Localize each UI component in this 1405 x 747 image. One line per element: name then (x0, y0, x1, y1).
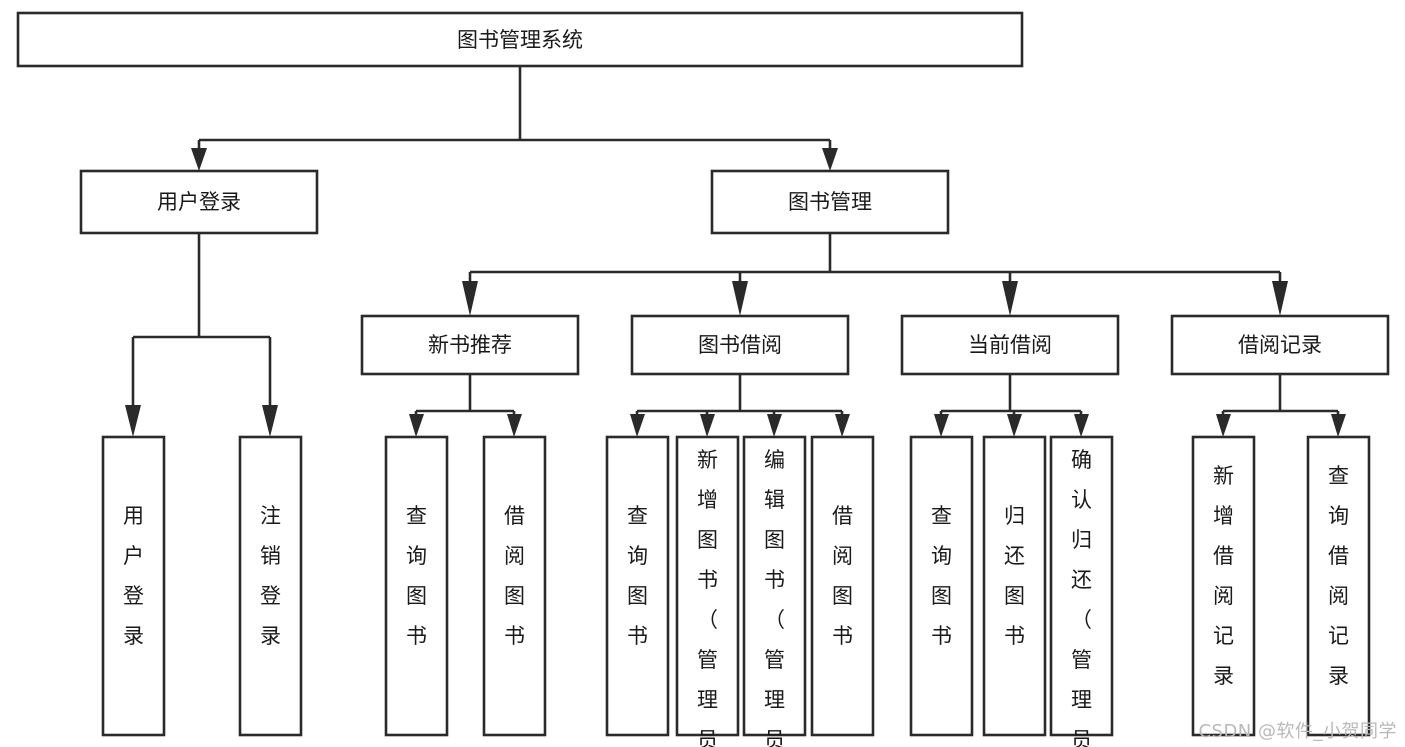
node-borrow-record-box[interactable] (1170, 314, 1390, 376)
leaf-logout-label: 注销登录 (260, 504, 281, 648)
leaf-query-record-label: 查询借阅记录 (1328, 464, 1349, 688)
arrow-head-borrow-record (1272, 281, 1288, 316)
node-book-borrow-box[interactable] (630, 314, 850, 376)
leaf-edit-book-label: 编辑图书（管理员） (764, 448, 785, 747)
leaf-query-book-1[interactable]: 查询图书 (384, 435, 449, 737)
node-book-manage-box[interactable] (710, 169, 950, 235)
leaf-borrow-book-2-box[interactable] (810, 435, 875, 737)
node-book-borrow-label: 图书借阅 (698, 333, 782, 357)
node-root[interactable]: 图书管理系统 (16, 11, 1024, 68)
leaf-query-book-2[interactable]: 查询图书 (605, 435, 670, 737)
arrow-head-leaf-query-book-3 (934, 414, 949, 437)
leaf-return-book[interactable]: 归还图书 (982, 435, 1047, 737)
leaf-return-book-box[interactable] (982, 435, 1047, 737)
leaf-logout-box[interactable] (238, 435, 303, 737)
leaf-query-book-2-label: 查询图书 (627, 504, 648, 648)
node-borrow-record[interactable]: 借阅记录 (1170, 314, 1390, 376)
leaf-borrow-book-1-box[interactable] (482, 435, 547, 737)
leaf-borrow-book-1[interactable]: 借阅图书 (482, 435, 547, 737)
arrow-head-leaf-query-book-2 (630, 414, 645, 437)
node-book-borrow[interactable]: 图书借阅 (630, 314, 850, 376)
leaf-confirm-return-box[interactable] (1049, 435, 1114, 737)
node-root-box[interactable] (16, 11, 1024, 68)
leaf-query-book-2-box[interactable] (605, 435, 670, 737)
arrow-head-leaf-add-record (1216, 414, 1231, 437)
leaf-logout[interactable]: 注销登录 (238, 435, 303, 737)
leaf-query-book-1-label: 查询图书 (406, 504, 427, 648)
leaf-query-record[interactable]: 查询借阅记录 (1306, 435, 1371, 737)
arrow-head-leaf-edit-book (767, 414, 782, 437)
leaf-return-book-label: 归还图书 (1004, 504, 1025, 648)
node-current-borrow-label: 当前借阅 (968, 333, 1052, 357)
arrow-head-leaf-borrow-book-2 (835, 414, 850, 437)
node-root-label: 图书管理系统 (457, 28, 583, 52)
leaf-edit-book-box[interactable] (742, 435, 807, 737)
leaf-add-book[interactable]: 新增图书（管理员） (675, 435, 740, 747)
arrow-head-leaf-confirm-return (1074, 414, 1089, 437)
leaf-add-record-box[interactable] (1191, 435, 1256, 737)
leaf-user-login-label: 用户登录 (123, 504, 144, 648)
arrow-head-leaf-return-book (1007, 414, 1022, 437)
node-borrow-record-label: 借阅记录 (1238, 333, 1322, 357)
node-book-manage[interactable]: 图书管理 (710, 169, 950, 235)
arrow-head-leaf-borrow-book-1 (507, 414, 522, 437)
arrow-head-leaf-logout (262, 405, 278, 437)
arrow-head-new-book-rec (462, 281, 478, 316)
arrow-head-current-borrow (1002, 281, 1018, 316)
leaf-confirm-return[interactable]: 确认归还（管理员） (1049, 435, 1114, 747)
arrow-head-leaf-add-book (700, 414, 715, 437)
leaf-borrow-book-2[interactable]: 借阅图书 (810, 435, 875, 737)
leaf-confirm-return-label: 确认归还（管理员） (1071, 448, 1092, 747)
leaf-add-book-box[interactable] (675, 435, 740, 737)
leaf-borrow-book-2-label: 借阅图书 (832, 504, 853, 648)
leaf-query-book-3[interactable]: 查询图书 (909, 435, 974, 737)
node-user-login-box[interactable] (79, 169, 319, 235)
leaf-user-login-box[interactable] (101, 435, 166, 737)
leaf-query-record-box[interactable] (1306, 435, 1371, 737)
leaf-query-book-3-label: 查询图书 (931, 504, 952, 648)
leaf-query-book-3-box[interactable] (909, 435, 974, 737)
leaf-edit-book[interactable]: 编辑图书（管理员） (742, 435, 807, 747)
connector-group (125, 66, 1346, 437)
leaf-add-record-label: 新增借阅记录 (1213, 464, 1234, 688)
node-current-borrow-box[interactable] (900, 314, 1120, 376)
node-user-login-label: 用户登录 (157, 190, 241, 214)
arrow-head-leaf-query-book-1 (409, 414, 424, 437)
leaf-user-login[interactable]: 用户登录 (101, 435, 166, 737)
node-new-book-rec-label: 新书推荐 (428, 333, 512, 357)
arrow-head-leaf-user-login (125, 405, 141, 437)
leaf-add-record[interactable]: 新增借阅记录 (1191, 435, 1256, 737)
arrow-head-book-borrow (732, 281, 748, 316)
leaf-query-book-1-box[interactable] (384, 435, 449, 737)
node-book-manage-label: 图书管理 (788, 190, 872, 214)
arrow-head-user-login (191, 148, 207, 171)
node-new-book-rec-box[interactable] (360, 314, 580, 376)
arrow-head-leaf-query-record (1331, 414, 1346, 437)
node-current-borrow[interactable]: 当前借阅 (900, 314, 1120, 376)
node-user-login[interactable]: 用户登录 (79, 169, 319, 235)
node-new-book-rec[interactable]: 新书推荐 (360, 314, 580, 376)
leaf-borrow-book-1-label: 借阅图书 (504, 504, 525, 648)
arrow-head-book-manage (822, 148, 838, 171)
leaf-node-layer: 用户登录 注销登录 查询图书 借阅图书 查询图书 新增图书（管理员） 编辑图书（管理员） 借阅… (101, 435, 1371, 747)
leaf-add-book-label: 新增图书（管理员） (697, 448, 718, 747)
